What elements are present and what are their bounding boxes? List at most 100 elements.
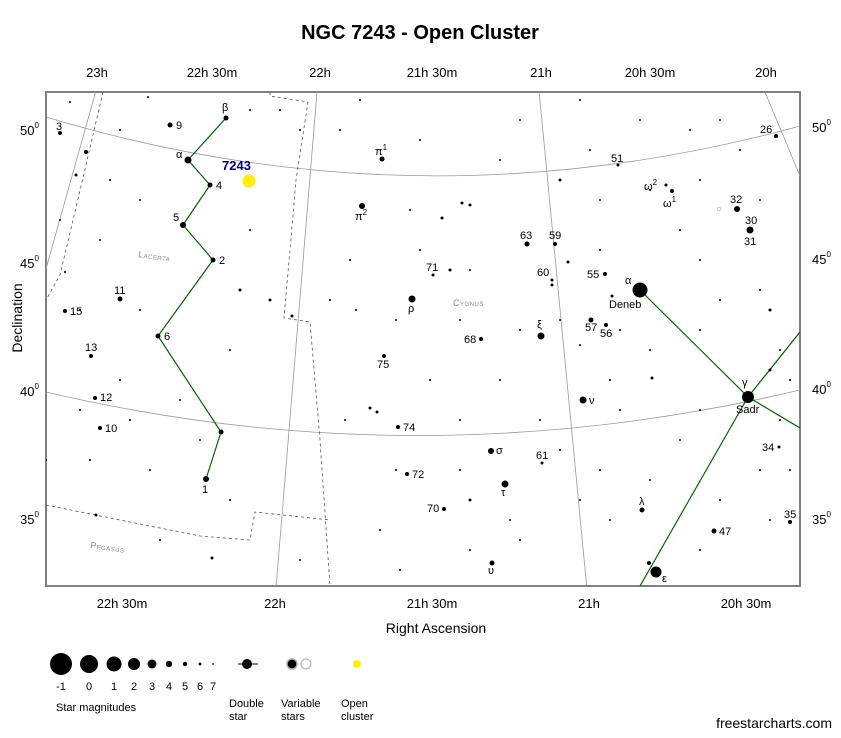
star-72-cyg — [405, 472, 409, 476]
star-55-cyg — [603, 272, 607, 276]
legend-variable-star-filled — [286, 658, 298, 670]
star-alpha-lac — [184, 156, 192, 164]
constellation-name-lacerta: Lacerta — [138, 249, 171, 263]
label-xi: ξ — [537, 319, 542, 331]
legend-variable-line2: stars — [281, 711, 305, 723]
label-beta-lac: β — [222, 102, 228, 114]
star-71-cyg — [431, 273, 435, 277]
label-epsilon: ε — [662, 573, 667, 585]
star-75-cyg — [382, 354, 386, 358]
legend-open-cluster-dot — [353, 660, 361, 668]
label-rho: ρ — [408, 303, 414, 315]
star-13-lac — [89, 354, 93, 358]
boundary-lacerta-west — [46, 92, 104, 301]
legend-mag-label-m1: -1 — [56, 681, 66, 693]
legend-mag-label-4: 4 — [166, 681, 172, 693]
label-tau: τ — [501, 487, 506, 499]
star-11-lac — [117, 296, 123, 302]
label-75: 75 — [377, 359, 389, 371]
label-63: 63 — [520, 230, 532, 242]
map-frame — [45, 91, 801, 587]
star-35-cyg — [788, 520, 792, 524]
star-xi-cyg — [537, 332, 545, 340]
dec-tick-left-40: 400 — [20, 382, 39, 399]
star-51-cyg — [616, 163, 620, 167]
star-10-lac — [98, 426, 102, 430]
label-pi1: π1 — [375, 143, 388, 158]
star-56-cyg — [604, 323, 608, 327]
constellation-name-pegasus: Pegasus — [90, 540, 126, 555]
legend-mag-dot-1 — [106, 656, 122, 672]
star-63-cyg — [524, 241, 530, 247]
star-pi1-cyg — [379, 156, 385, 162]
label-lambda: λ — [639, 496, 645, 508]
legend-mag-label-7: 7 — [210, 681, 216, 693]
x-axis-label: Right Ascension — [386, 620, 486, 636]
variable-star-faint — [716, 206, 722, 212]
cygnus-line-sadr-delta — [747, 331, 800, 398]
label-2: 2 — [219, 255, 225, 267]
label-sadr: Sadr — [736, 404, 760, 416]
label-57: 57 — [585, 322, 597, 334]
star-47-cyg — [711, 528, 717, 534]
ra-tick-top-1: 22h 30m — [187, 65, 238, 80]
label-60: 60 — [537, 267, 549, 279]
legend-mag-dot-3 — [147, 659, 157, 669]
site-credit: freestarcharts.com — [716, 715, 832, 731]
label-nu: ν — [589, 395, 595, 407]
legend-double-line2: star — [229, 711, 248, 723]
legend-mag-label-0: 0 — [86, 681, 92, 693]
legend-variable-stars: Variable stars — [281, 658, 321, 723]
star-32-cyg — [734, 206, 740, 212]
label-1: 1 — [202, 484, 208, 496]
dec-line-50 — [46, 116, 800, 177]
label-4: 4 — [216, 180, 222, 192]
ra-line-23h — [46, 92, 97, 271]
star-34-cyg — [777, 445, 781, 449]
ra-tick-top-5: 20h 30m — [625, 65, 676, 80]
label-26: 26 — [760, 124, 772, 136]
label-omega2: ω2 — [644, 178, 658, 193]
star-omega1-cyg — [670, 189, 674, 193]
ra-tick-bottom-2: 21h 30m — [407, 596, 458, 611]
label-10: 10 — [105, 423, 117, 435]
ra-tick-top-3: 21h 30m — [407, 65, 458, 80]
star-lac-mid — [218, 429, 224, 435]
target-cluster-marker[interactable] — [242, 174, 256, 188]
star-gamma-cyg — [742, 391, 754, 403]
star-deneb — [632, 282, 648, 298]
star-6-lac — [155, 333, 161, 339]
star-68-cyg — [479, 337, 483, 341]
label-61: 61 — [536, 450, 548, 462]
label-32: 32 — [730, 194, 742, 206]
label-11: 11 — [114, 285, 125, 297]
star-26-cyg — [774, 134, 778, 138]
legend-magnitudes: -1 0 1 2 3 4 5 6 7 Star magnitudes — [50, 653, 216, 714]
legend-open-cluster: Open cluster — [341, 660, 374, 723]
label-sigma: σ — [496, 445, 503, 457]
ra-tick-bottom-1: 22h — [264, 596, 286, 611]
label-31: 31 — [744, 236, 756, 248]
ra-tick-top-4: 21h — [530, 65, 552, 80]
legend-mag-dot-4 — [165, 660, 173, 668]
label-35: 35 — [784, 509, 796, 521]
ra-tick-top-0: 23h — [86, 65, 108, 80]
dec-tick-right-50: 500 — [812, 118, 831, 135]
star-1-lac — [203, 476, 209, 482]
star-5-lac — [180, 222, 186, 228]
dec-tick-left-45: 450 — [20, 254, 39, 271]
ra-tick-top-6: 20h — [755, 65, 777, 80]
legend-mag-dot-m1 — [50, 653, 72, 675]
label-omega1: ω1 — [663, 195, 677, 210]
label-71: 71 — [426, 262, 438, 274]
dec-tick-right-40: 400 — [812, 380, 831, 397]
constellation-name-cygnus: Cygnus — [453, 298, 484, 308]
legend-mag-dot-2 — [128, 658, 140, 670]
star-epsilon-companion — [647, 561, 651, 565]
legend-cluster-line2: cluster — [341, 711, 374, 723]
label-51: 51 — [611, 153, 623, 165]
cygnus-line-sadr-eta — [747, 396, 800, 429]
legend-double-star-dot — [242, 659, 252, 669]
chart-title: NGC 7243 - Open Cluster — [301, 22, 539, 44]
